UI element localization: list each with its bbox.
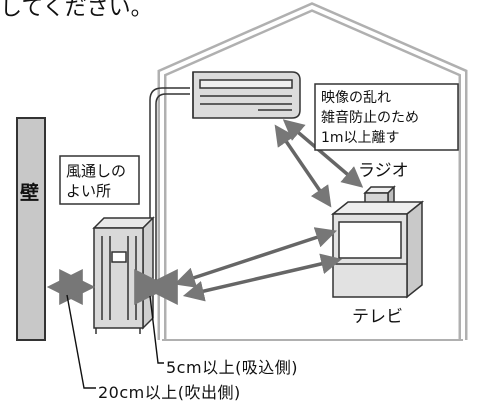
separation-arrows (174, 119, 364, 302)
interference-note-line-2: 雑音防止のため (321, 110, 419, 126)
wall-block (16, 117, 46, 341)
wall-label: 壁 (20, 182, 40, 204)
airflow-note-line-2: よい所 (66, 182, 112, 200)
airflow-note-box (59, 155, 140, 205)
leader-lines (66, 294, 164, 389)
interference-note-line-1: 映像の乱れ (321, 90, 391, 106)
television (330, 200, 425, 299)
interference-note-box (314, 83, 459, 151)
interference-note-line-3: 1m以上離す (321, 130, 400, 146)
airflow-note-line-1: 風通しの (66, 162, 127, 180)
indoor-unit (192, 71, 301, 119)
outdoor-unit (92, 216, 155, 334)
clearance-intake-label: 5cm以上(吸込側) (166, 358, 299, 377)
clearance-outlet-label: 20cm以上(吹出側) (98, 383, 241, 402)
house-outline (157, 2, 468, 341)
radio-label: ラジオ (358, 161, 409, 181)
tv-label: テレビ (352, 307, 403, 327)
header-fragment: してください。 (0, 0, 153, 21)
